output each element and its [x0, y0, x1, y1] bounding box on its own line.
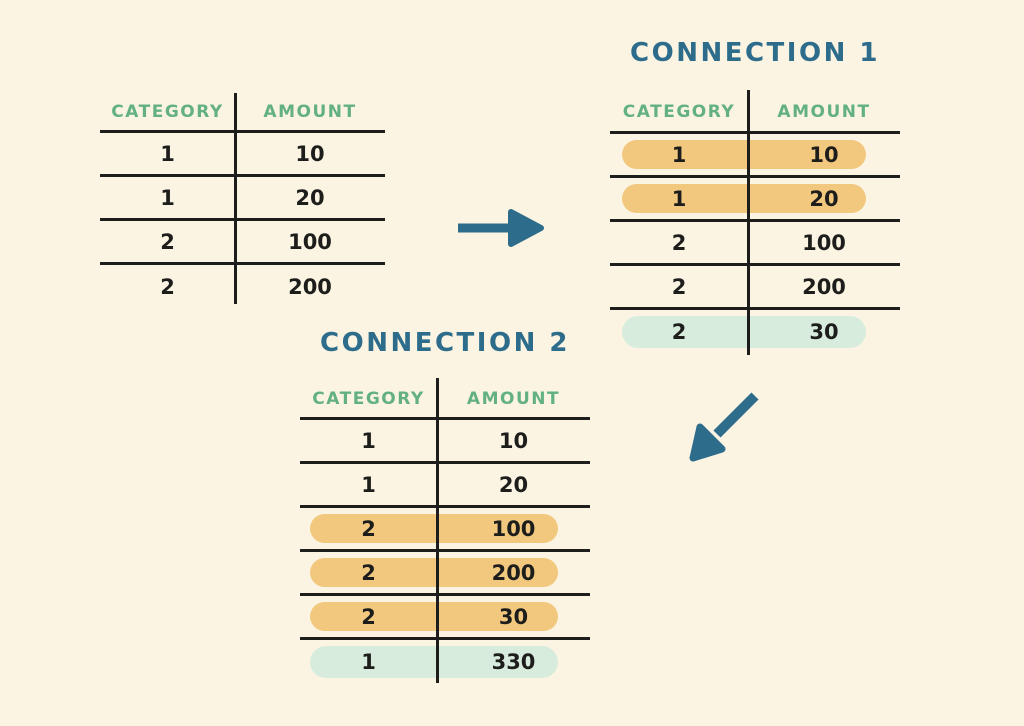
table-row: 1 20	[300, 464, 590, 508]
table-row: 2 200	[300, 552, 590, 596]
amount-cell: 20	[809, 186, 839, 211]
amount-cell: 100	[491, 516, 536, 541]
table-row: 1 20	[610, 178, 900, 222]
amount-header: AMOUNT	[466, 388, 561, 409]
row-highlight-pill	[310, 558, 558, 587]
table-row: 2 200	[610, 266, 900, 310]
category-header: CATEGORY	[312, 388, 425, 409]
row-highlight-pill	[622, 140, 866, 169]
category-cell: 1	[361, 472, 376, 497]
amount-cell: 30	[498, 604, 529, 629]
table-row: 1 330	[300, 640, 590, 684]
category-cell: 1	[160, 141, 175, 166]
category-header: CATEGORY	[111, 101, 224, 122]
category-cell: 2	[361, 560, 376, 585]
row-highlight-pill	[310, 646, 558, 678]
amount-cell: 100	[802, 230, 846, 255]
amount-cell: 20	[498, 472, 529, 497]
connection2-title: CONNECTION 2	[320, 328, 570, 358]
category-cell: 2	[671, 230, 687, 255]
amount-cell: 200	[491, 560, 536, 585]
table-row: 2 100	[610, 222, 900, 266]
row-highlight-pill	[622, 316, 866, 348]
amount-header: AMOUNT	[777, 101, 871, 122]
table-row: 1 20	[100, 177, 385, 221]
category-cell: 2	[160, 229, 175, 254]
amount-cell: 10	[498, 428, 529, 453]
table-row: 2 100	[300, 508, 590, 552]
row-highlight-pill	[310, 514, 558, 543]
table-header-row: CATEGORY AMOUNT	[610, 92, 900, 134]
amount-header: AMOUNT	[263, 101, 357, 122]
amount-cell: 20	[295, 185, 325, 210]
table-header-row: CATEGORY AMOUNT	[300, 380, 590, 420]
table-row: 2 30	[300, 596, 590, 640]
row-highlight-pill	[310, 602, 558, 631]
category-cell: 2	[160, 275, 175, 299]
table-row: 1 10	[100, 133, 385, 177]
source-table: CATEGORY AMOUNT 1 10 1 20 2 100 2 200	[100, 93, 385, 309]
category-cell: 1	[361, 428, 376, 453]
row-highlight-pill	[622, 184, 866, 213]
amount-cell: 30	[809, 320, 839, 344]
table-row: 2 100	[100, 221, 385, 265]
category-cell: 2	[671, 274, 687, 299]
down-left-arrow-icon	[689, 392, 759, 462]
category-cell: 1	[671, 142, 687, 167]
table-row: 2 30	[610, 310, 900, 354]
table-row: 2 200	[100, 265, 385, 309]
category-cell: 1	[160, 185, 175, 210]
category-cell: 1	[671, 186, 687, 211]
connection2-table: CATEGORY AMOUNT 1 10 1 20 2 100 2 200 2 …	[300, 378, 590, 684]
connection1-title: CONNECTION 1	[630, 38, 880, 68]
amount-cell: 330	[491, 650, 536, 674]
category-cell: 2	[361, 516, 376, 541]
column-divider-line	[747, 90, 750, 355]
amount-cell: 10	[295, 141, 325, 166]
column-divider-line	[436, 378, 439, 683]
table-row: 1 10	[610, 134, 900, 178]
amount-cell: 10	[809, 142, 839, 167]
table-row: 1 10	[300, 420, 590, 464]
right-arrow-icon	[458, 209, 544, 247]
column-divider-line	[234, 93, 237, 304]
amount-cell: 100	[288, 229, 332, 254]
category-cell: 2	[361, 604, 376, 629]
category-cell: 1	[361, 650, 376, 674]
connection1-table: CATEGORY AMOUNT 1 10 1 20 2 100 2 200 2 …	[610, 90, 900, 355]
category-header: CATEGORY	[622, 101, 736, 122]
amount-cell: 200	[288, 275, 332, 299]
category-cell: 2	[671, 320, 687, 344]
amount-cell: 200	[802, 274, 846, 299]
table-header-row: CATEGORY AMOUNT	[100, 93, 385, 133]
